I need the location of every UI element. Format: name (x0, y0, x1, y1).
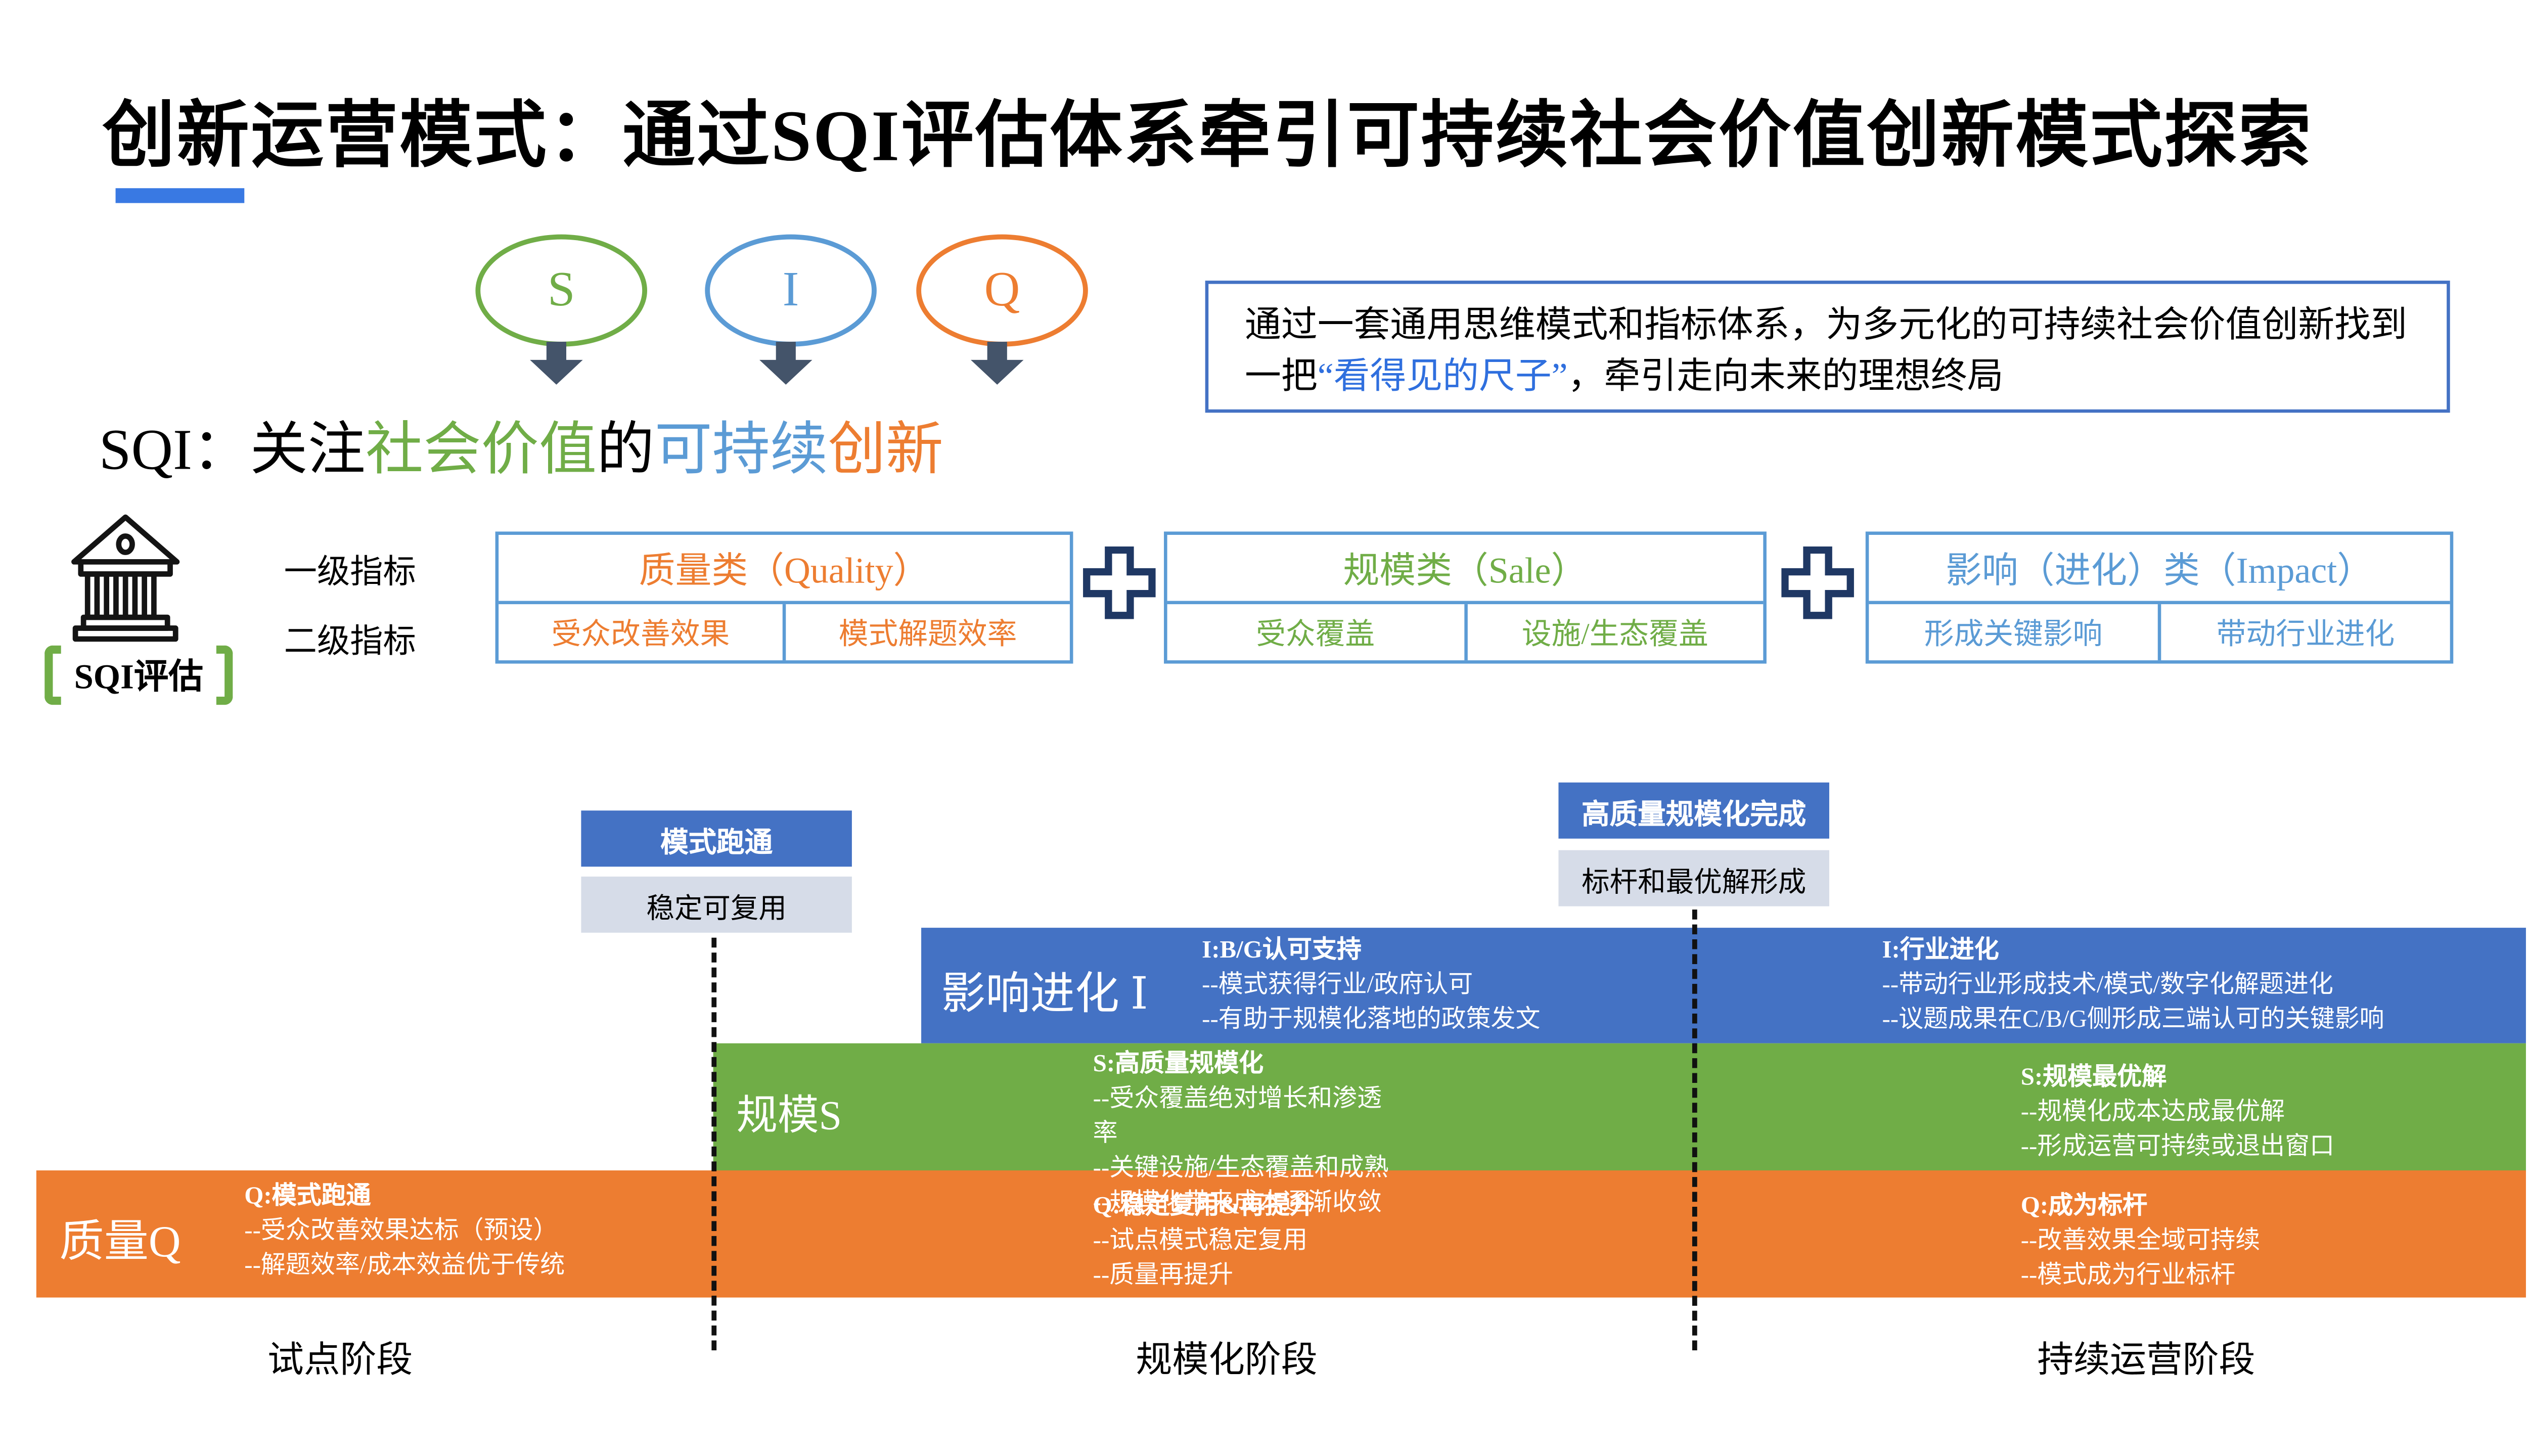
indicator-cell: 受众覆盖 (1256, 617, 1375, 651)
impact-bar (921, 928, 2526, 1043)
text-line: I:行业进化 (1882, 937, 1999, 964)
text-line: --受众覆盖绝对增长和渗透 (1093, 1086, 1382, 1113)
plus-icon (1781, 546, 1854, 619)
bank-building-icon (71, 514, 180, 642)
quality-right-text: Q:成为标杆 --改善效果全域可持续 --模式成为行业标杆 (2021, 1190, 2260, 1294)
text-line: --试点模式稳定复用 (1093, 1228, 1308, 1255)
text-line: --规模化带来成本逐渐收敛 (1093, 1190, 1382, 1217)
text-line: --形成运营可持续或退出窗口 (2020, 1134, 2335, 1161)
impact-right-text: I:行业进化 --带动行业形成技术/模式/数字化解题进化 --议题成果在C/B/G侧… (1882, 934, 2384, 1038)
indicator-cell: 模式解题效率 (782, 604, 1070, 661)
text-segment: 社会价值 (365, 418, 597, 482)
note-box: 通过一套通用思维模式和指标体系，为多元化的可持续社会价值创新找到一把“看得见的尺… (1205, 281, 2450, 413)
text-segment: 通过一套通用思维模式和指标体系，为多元化的可持续社会价值创新找到一把 (1245, 303, 2407, 396)
impact-bar-label: 影响进化 Ⅰ (941, 969, 1148, 1019)
phase-divider-dashed-line (711, 937, 717, 1351)
ellipse-letter-s: S (547, 262, 575, 317)
text-line: --关键设施/生态覆盖和成熟 (1093, 1155, 1389, 1182)
sqi-evaluation-tag: SQI评估 (13, 644, 264, 706)
text-line: --改善效果全域可持续 (2020, 1228, 2261, 1255)
text-segment: 创新 (828, 418, 944, 482)
ellipse-letter-i: I (782, 262, 799, 317)
text-segment: SQI：关注 (99, 418, 366, 482)
scale-mid-text: S:高质量规模化 --受众覆盖绝对增长和渗透率 --关键设施/生态覆盖和成熟 --规模… (1093, 1048, 1389, 1221)
level2-indicator-label: 二级指标 (284, 624, 416, 661)
right-bracket-icon (216, 645, 233, 705)
milestone-title: 模式跑通 (581, 810, 852, 867)
text-line: --规模化成本达成最优解 (2020, 1099, 2285, 1126)
indicator-group-header: 规模类（Sale） (1167, 535, 1764, 605)
text-line: I:B/G认可支持 (1202, 937, 1362, 964)
indicator-group-header: 影响（进化）类（Impact） (1869, 535, 2450, 605)
text-line: S:高质量规模化 (1093, 1052, 1264, 1078)
left-bracket-icon (44, 645, 61, 705)
indicator-cell: 带动行业进化 (2157, 604, 2450, 661)
stage-label-sustained: 持续运营阶段 (2037, 1339, 2255, 1380)
text-segment: ，牵引走向未来的理想终局 (1567, 355, 2004, 396)
down-arrow-icon (759, 341, 812, 385)
indicator-cell: 设施/生态覆盖 (1463, 604, 1764, 661)
text-segment: 的 (597, 418, 655, 482)
milestone-subtitle: 稳定可复用 (581, 876, 852, 933)
plus-icon (1083, 546, 1156, 619)
quality-mid-text: Q:稳定复用&再提升 --试点模式稳定复用 --质量再提升 (1093, 1190, 1315, 1294)
stage-label-pilot: 试点阶段 (267, 1339, 413, 1380)
indicator-cell: 形成关键影响 (1924, 617, 2103, 651)
level1-indicator-label: 一级指标 (284, 555, 416, 591)
milestone-title: 高质量规模化完成 (1558, 782, 1829, 839)
indicator-cell: 受众改善效果 (551, 617, 730, 651)
scale-bar (713, 1043, 2526, 1172)
impact-mid-text: I:B/G认可支持 --模式获得行业/政府认可 --有助于规模化落地的政策发文 (1202, 934, 1540, 1038)
quality-bar-label: 质量Q (59, 1216, 181, 1266)
text-line: --受众改善效果达标（预设） (244, 1218, 558, 1245)
ellipse-letter-q: Q (984, 262, 1020, 317)
scale-right-text: S:规模最优解 --规模化成本达成最优解 --形成运营可持续或退出窗口 (2021, 1062, 2334, 1166)
text-line: 率 (1093, 1121, 1118, 1148)
text-line: Q:稳定复用&再提升 (1093, 1193, 1315, 1220)
down-arrow-icon (971, 341, 1024, 385)
phase-divider-dashed-line (1692, 909, 1697, 1351)
indicator-group-sale: 规模类（Sale） 受众覆盖 设施/生态覆盖 (1164, 531, 1767, 664)
quality-left-text: Q:模式跑通 --受众改善效果达标（预设） --解题效率/成本效益优于传统 (244, 1180, 565, 1285)
text-line: --带动行业形成技术/模式/数字化解题进化 (1882, 972, 2333, 999)
down-arrow-icon (530, 341, 583, 385)
text-line: --议题成果在C/B/G侧形成三端认可的关键影响 (1882, 1007, 2384, 1034)
quality-bar (36, 1170, 2526, 1298)
text-line: --解题效率/成本效益优于传统 (244, 1253, 565, 1280)
text-line: --模式成为行业标杆 (2020, 1262, 2236, 1290)
stage-label-scaling: 规模化阶段 (1136, 1339, 1318, 1380)
indicator-group-impact: 影响（进化）类（Impact） 形成关键影响 带动行业进化 (1865, 531, 2454, 664)
siq-ellipse-q: Q (916, 234, 1088, 347)
siq-ellipse-s: S (475, 234, 648, 347)
text-line: --有助于规模化落地的政策发文 (1202, 1007, 1541, 1034)
sqi-evaluation-label: SQI评估 (74, 657, 203, 697)
text-line: --模式获得行业/政府认可 (1202, 972, 1473, 999)
scale-bar-label: 规模S (736, 1094, 842, 1140)
siq-ellipse-i: I (705, 234, 877, 347)
text-line: S:规模最优解 (2020, 1065, 2167, 1091)
text-line: Q:成为标杆 (2020, 1193, 2148, 1220)
page-title: 创新运营模式：通过SQI评估体系牵引可持续社会价值创新模式探索 (102, 96, 2313, 177)
text-segment: 可持续 (654, 418, 828, 482)
indicator-group-quality: 质量类（Quality） 受众改善效果 模式解题效率 (495, 531, 1073, 664)
title-underline (115, 188, 245, 203)
text-line: Q:模式跑通 (244, 1184, 371, 1210)
sqi-headline: SQI：关注社会价值的可持续创新 (99, 403, 943, 487)
text-segment: “看得见的尺子” (1317, 355, 1568, 396)
indicator-group-header: 质量类（Quality） (499, 535, 1070, 605)
text-line: --质量再提升 (1093, 1262, 1234, 1290)
milestone-subtitle: 标杆和最优解形成 (1558, 850, 1829, 906)
